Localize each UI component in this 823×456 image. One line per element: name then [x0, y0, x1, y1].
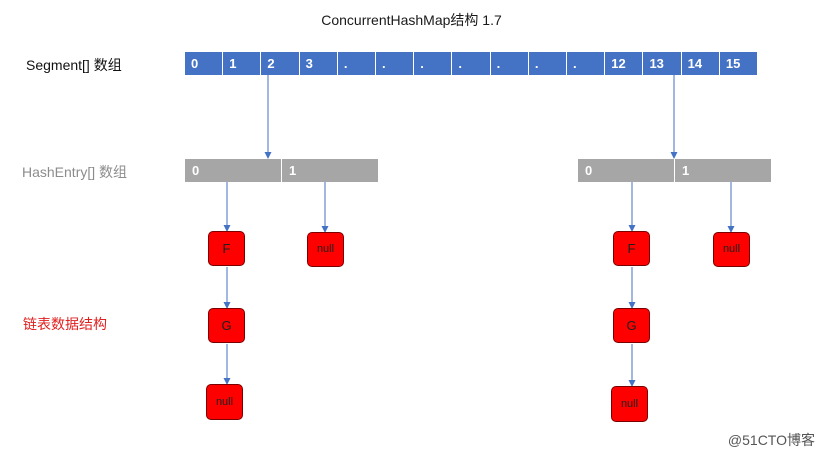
hash-entry-cell: 1 [289, 163, 297, 178]
segment-cell: 13 [643, 52, 682, 75]
hash-entry-cell: 0 [578, 159, 675, 182]
diagram-title: ConcurrentHashMap结构 1.7 [321, 12, 502, 28]
node-null-right-2: null [611, 386, 648, 422]
hash-entry-array-left: 0 1 [185, 159, 378, 182]
segment-cell: 12 [605, 52, 644, 75]
node-g-left: G [208, 308, 245, 343]
segment-cell: . [376, 52, 415, 75]
linked-list-label: 链表数据结构 [23, 316, 107, 332]
hash-entry-cell: 1 [682, 163, 690, 178]
segment-cell: 3 [300, 52, 338, 75]
segment-cell: 0 [185, 52, 224, 75]
node-null-right-1: null [713, 232, 750, 267]
segment-array-label: Segment[] 数组 [26, 57, 122, 73]
node-f-right: F [613, 231, 650, 266]
hash-entry-array-right: 0 1 [578, 159, 771, 182]
segment-cell: . [414, 52, 453, 75]
hash-entry-cell: 0 [185, 159, 282, 182]
node-null-left-1: null [307, 232, 344, 267]
segment-cell: . [529, 52, 568, 75]
segment-cell: . [491, 52, 529, 75]
segment-cell: 15 [725, 56, 741, 71]
segment-cell: 1 [223, 52, 262, 75]
node-g-right: G [613, 308, 650, 343]
node-f-left: F [208, 231, 245, 266]
segment-cell: 2 [261, 52, 300, 75]
watermark: @51CTO博客 [727, 432, 815, 448]
segment-cell: . [338, 52, 377, 75]
segment-array: 0 1 2 3 . . . . . . . 12 13 14 15 [185, 52, 757, 75]
segment-cell: . [567, 52, 606, 75]
segment-cell: 14 [682, 52, 720, 75]
segment-cell: . [452, 52, 491, 75]
node-null-left-2: null [206, 384, 243, 420]
hash-entry-array-label: HashEntry[] 数组 [22, 164, 128, 180]
